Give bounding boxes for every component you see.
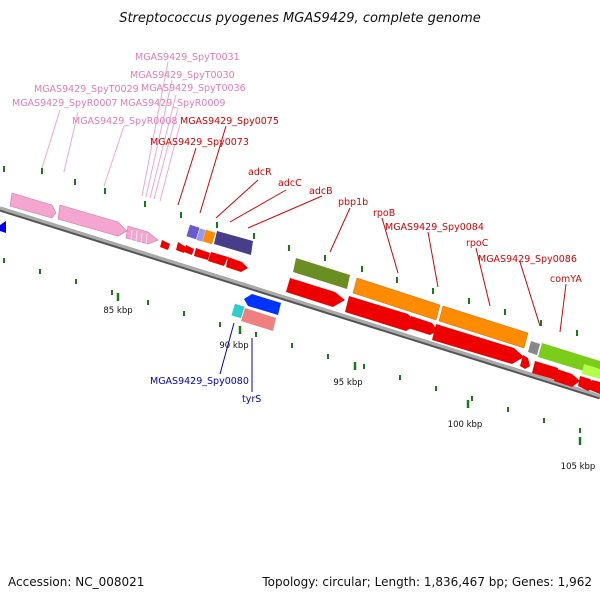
gene-feature[interactable] — [438, 305, 529, 349]
label-leaders-minus — [219, 322, 253, 392]
gene-feature[interactable] — [244, 294, 281, 315]
genome-summary: Topology: circular; Length: 1,836,467 bp… — [261, 575, 592, 589]
gene-label: comYA — [550, 274, 582, 285]
gene-label: MGAS9429_Spy0080 — [150, 376, 249, 387]
gene-label: MGAS9429_Spy0086 — [478, 254, 577, 265]
gene-label: MGAS9429_SpyT0031 — [135, 52, 240, 63]
tick-row-inner — [3, 258, 581, 433]
gene-feature[interactable] — [202, 229, 216, 245]
tick-row-outer — [3, 166, 578, 336]
gene-feature[interactable] — [186, 224, 200, 240]
gene-feature[interactable] — [241, 308, 276, 331]
gene-label: adcB — [309, 186, 333, 197]
gene-feature[interactable] — [582, 364, 600, 379]
gene-feature[interactable] — [293, 258, 350, 289]
scale-label: 95 kbp — [333, 378, 362, 388]
genome-backbone — [0, 206, 600, 400]
gene-label: MGAS9429_Spy0073 — [150, 137, 249, 148]
gene-label: MGAS9429_SpyT0030 — [130, 70, 235, 81]
gene-feature[interactable] — [196, 228, 206, 242]
gene-label: rpoB — [373, 208, 395, 219]
gene-label: pbp1b — [338, 197, 368, 208]
gene-label: MGAS9429_SpyR0008 — [72, 116, 177, 127]
gene-label: adcC — [278, 178, 302, 189]
gene-label: MGAS9429_SpyT0036 — [141, 83, 246, 94]
label-leaders-plus — [177, 125, 567, 333]
scale-label: 105 kbp — [561, 462, 596, 472]
gene-label: tyrS — [242, 394, 261, 405]
rrna-features[interactable] — [9, 192, 159, 245]
kbp-ticks — [116, 293, 582, 445]
gene-label: MGAS9429_Spy0084 — [385, 222, 484, 233]
scale-label: 85 kbp — [103, 306, 132, 316]
cds-plus-labels: MGAS9429_Spy0075 MGAS9429_Spy0073 adcR a… — [150, 116, 582, 285]
accession-label: Accession: NC_008021 — [8, 575, 144, 589]
cds-plus-arrows[interactable] — [160, 240, 600, 394]
gene-feature[interactable] — [214, 231, 253, 255]
gene-label: MGAS9429_SpyR0009 — [120, 98, 225, 109]
scale-label: 100 kbp — [448, 420, 483, 430]
cds-minus-labels: MGAS9429_Spy0080 tyrS — [150, 376, 261, 405]
gene-label: adcR — [248, 167, 272, 178]
gene-feature[interactable] — [231, 303, 245, 319]
gene-label: rpoC — [466, 238, 489, 249]
cds-minus-feature[interactable] — [0, 221, 6, 233]
map-title: Streptococcus pyogenes MGAS9429, complet… — [119, 11, 481, 26]
trna-labels: MGAS9429_SpyT0031 MGAS9429_SpyT0030 MGAS… — [12, 52, 246, 127]
gene-label: MGAS9429_SpyT0029 — [34, 84, 139, 95]
label-leaders-trna — [41, 61, 181, 202]
gene-label: MGAS9429_Spy0075 — [180, 116, 279, 127]
gene-feature[interactable] — [352, 277, 441, 321]
gene-label: MGAS9429_SpyR0007 — [12, 98, 117, 109]
gene-feature[interactable] — [528, 341, 540, 355]
scale-label: 90 kbp — [219, 341, 248, 351]
